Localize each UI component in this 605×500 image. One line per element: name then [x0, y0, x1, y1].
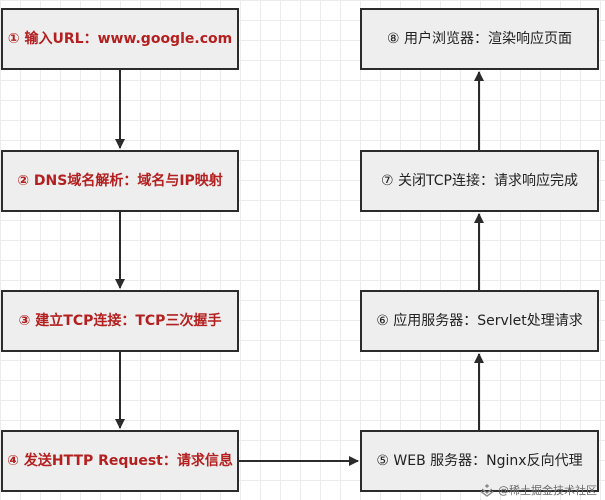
watermark-text: @稀土掘金技术社区 — [498, 484, 597, 497]
step-3-label: ③ 建立TCP连接：TCP三次握手 — [18, 313, 222, 329]
step-7-box: ⑦ 关闭TCP连接：请求响应完成 — [360, 150, 599, 212]
step-2-label: ② DNS域名解析：域名与IP映射 — [17, 173, 223, 189]
step-5-box: ⑤ WEB 服务器：Nginx反向代理 — [360, 430, 599, 492]
step-1-label: ① 输入URL：www.google.com — [7, 31, 233, 47]
step-2-box: ② DNS域名解析：域名与IP映射 — [1, 150, 239, 212]
step-6-label: ⑥ 应用服务器：Servlet处理请求 — [376, 313, 583, 329]
step-8-label: ⑧ 用户浏览器：渲染响应页面 — [386, 31, 572, 47]
step-4-label: ④ 发送HTTP Request：请求信息 — [7, 453, 233, 469]
watermark: @稀土掘金技术社区 — [480, 482, 597, 498]
step-6-box: ⑥ 应用服务器：Servlet处理请求 — [360, 290, 599, 352]
step-8-box: ⑧ 用户浏览器：渲染响应页面 — [360, 8, 599, 70]
step-1-box: ① 输入URL：www.google.com — [1, 8, 239, 70]
step-7-label: ⑦ 关闭TCP连接：请求响应完成 — [381, 173, 578, 189]
juejin-logo-icon — [480, 484, 494, 497]
step-4-box: ④ 发送HTTP Request：请求信息 — [1, 430, 239, 492]
step-5-label: ⑤ WEB 服务器：Nginx反向代理 — [376, 453, 583, 469]
step-3-box: ③ 建立TCP连接：TCP三次握手 — [1, 290, 239, 352]
